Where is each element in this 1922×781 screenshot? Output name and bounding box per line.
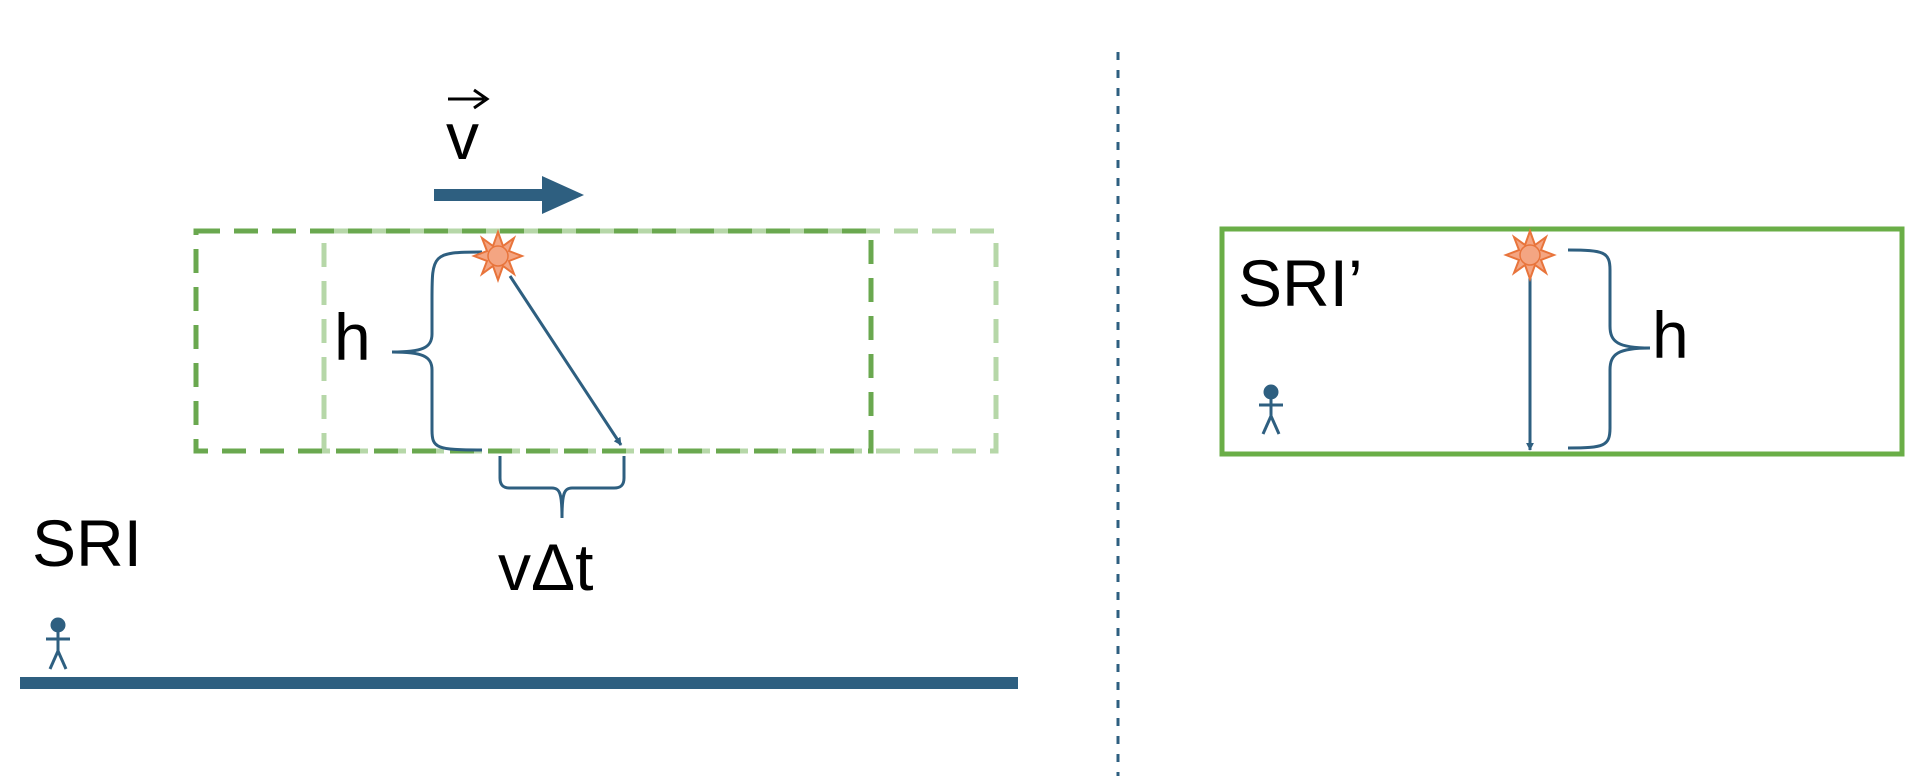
starburst-icon [1503,228,1557,282]
stick-figure-icon [46,617,70,670]
height-label-left: h [334,300,371,374]
stick-figure-icon [1259,384,1283,435]
height-brace-left [391,250,483,452]
displacement-label: vΔt [498,530,593,604]
height-brace-right [1567,248,1651,450]
frame-label-sri: SRI [32,506,142,580]
ground-line [20,677,1018,689]
moving-frame-initial-position [193,228,874,454]
frame-label-sri-prime: SRI’ [1238,246,1363,320]
moving-frame-later-position [321,228,999,454]
displacement-brace [498,456,626,519]
velocity-vector-label: v [446,88,490,173]
height-label-right: h [1652,298,1689,372]
starburst-icon [471,229,525,283]
rest-frame-box [1219,226,1905,457]
diagonal-light-path [508,275,623,446]
vector-overbar-head [473,88,490,110]
velocity-symbol: v [446,99,479,173]
right-arrow-icon [434,176,584,214]
